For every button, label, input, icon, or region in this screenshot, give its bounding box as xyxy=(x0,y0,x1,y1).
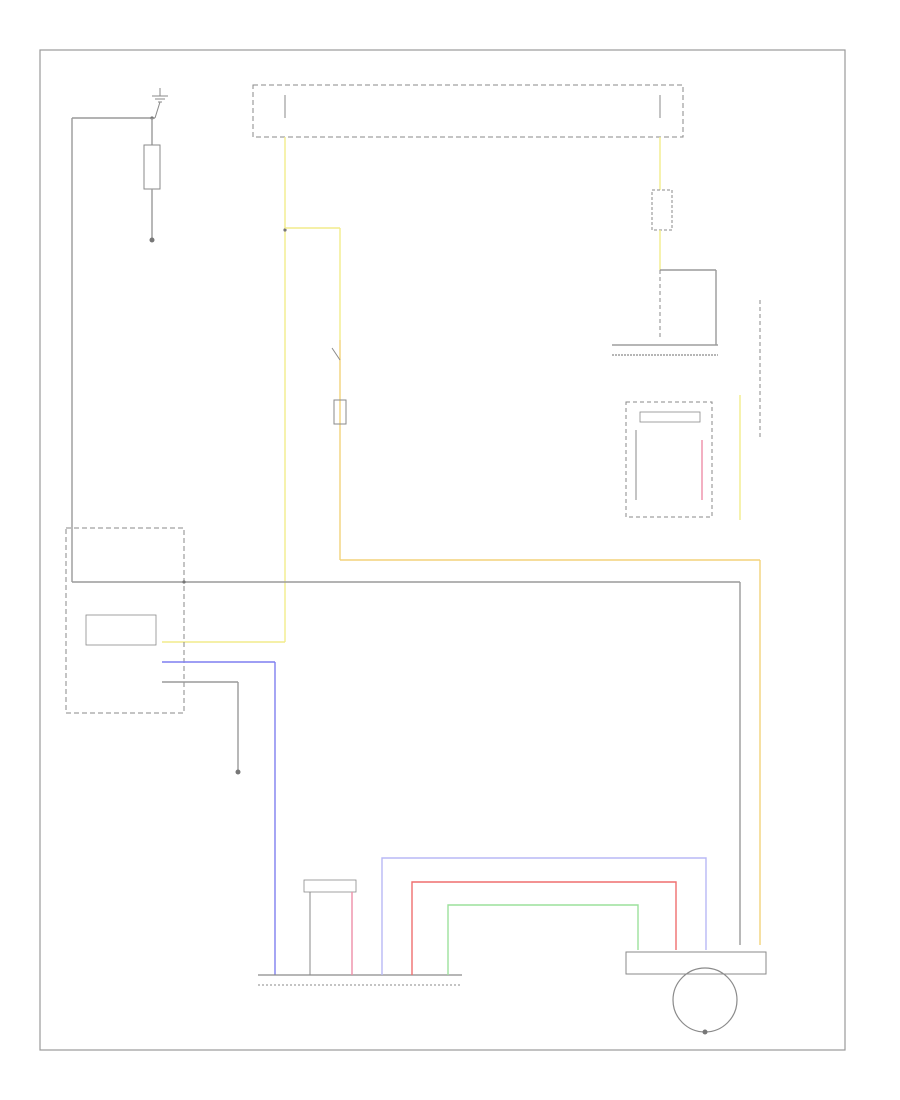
diagram-border xyxy=(39,49,846,1051)
generator-connector xyxy=(625,951,767,975)
generator xyxy=(625,951,767,1035)
generator-icon xyxy=(672,967,738,1033)
battery-icon xyxy=(143,144,161,190)
battery-circuit xyxy=(71,88,168,582)
wire-light-blue xyxy=(381,857,707,975)
relay-icon xyxy=(651,189,673,231)
wire-red xyxy=(411,881,677,975)
underhood-box-outline xyxy=(65,527,185,714)
fuse-box-outline xyxy=(252,84,684,138)
ground-point-icon xyxy=(149,237,155,243)
wire-green xyxy=(447,904,639,975)
fuse-box-top xyxy=(252,84,684,138)
bottom-connector xyxy=(258,879,462,986)
switch-icon xyxy=(333,399,347,425)
underhood-box xyxy=(65,527,741,945)
yellow-wire-circuit xyxy=(162,137,761,945)
control-module-outline xyxy=(625,401,713,518)
relay-circuit xyxy=(612,137,761,520)
